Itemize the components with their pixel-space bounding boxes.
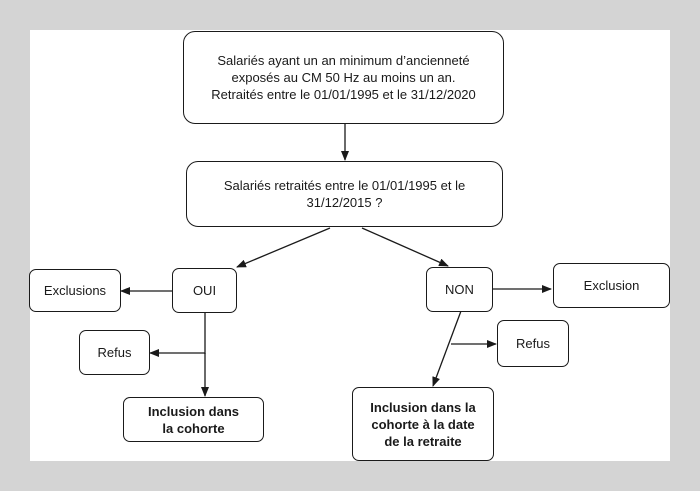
oui-node: OUI	[172, 268, 237, 313]
exclusions-left-node: Exclusions	[29, 269, 121, 312]
refus-right-node: Refus	[497, 320, 569, 367]
inclusion-right-node: Inclusion dans la cohorte à la date de l…	[352, 387, 494, 461]
start-node-text: Salariés ayant un an minimum d’anciennet…	[211, 53, 476, 102]
exclusion-right-text: Exclusion	[583, 278, 640, 293]
inclusion-left-text: Inclusion dans la cohorte	[147, 403, 239, 436]
refus-right-text: Refus	[516, 336, 550, 351]
exclusion-right-node: Exclusion	[553, 263, 670, 308]
refus-left-text: Refus	[97, 345, 132, 360]
arrow-question-to-non	[361, 227, 449, 267]
oui-node-text: OUI	[192, 283, 217, 298]
arrow-question-to-oui	[236, 227, 331, 268]
non-node: NON	[426, 267, 493, 312]
question-node-text: Salariés retraités entre le 01/01/1995 e…	[223, 178, 466, 210]
question-node: Salariés retraités entre le 01/01/1995 e…	[186, 161, 503, 227]
refus-left-node: Refus	[79, 330, 150, 375]
exclusions-left-text: Exclusions	[43, 283, 107, 298]
inclusion-left-node: Inclusion dans la cohorte	[123, 397, 264, 442]
inclusion-right-text: Inclusion dans la cohorte à la date de l…	[370, 399, 476, 449]
arrow-non-to-inclusion	[432, 310, 462, 387]
start-node: Salariés ayant un an minimum d’anciennet…	[183, 31, 504, 124]
non-node-text: NON	[445, 282, 474, 297]
